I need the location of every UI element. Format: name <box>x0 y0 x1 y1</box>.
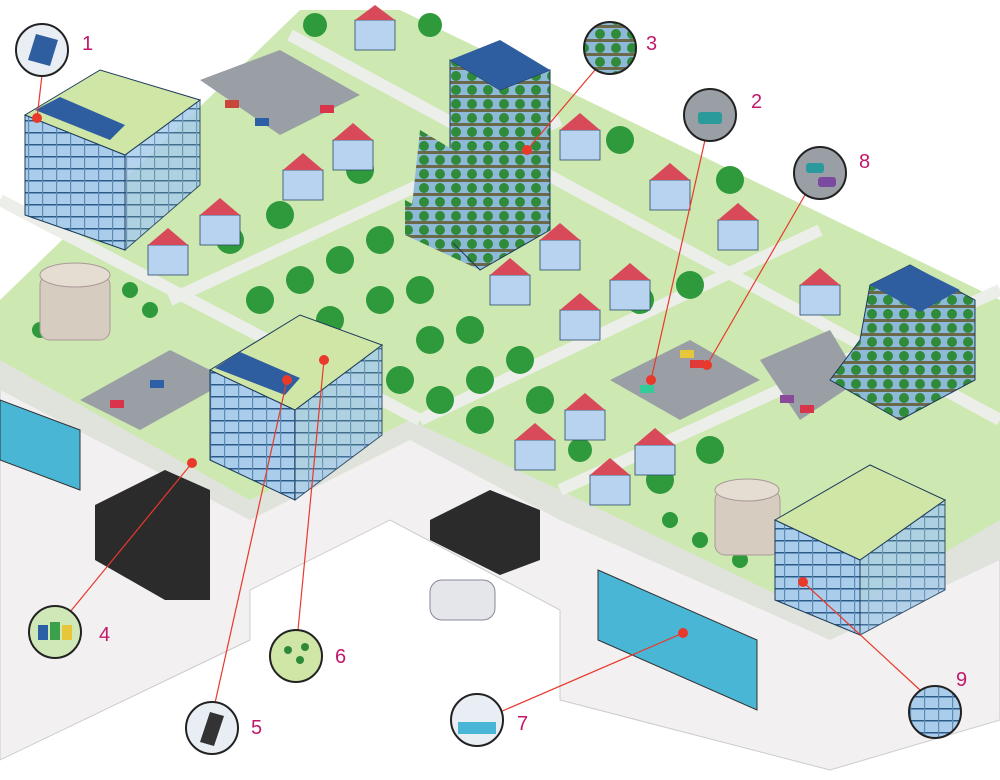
car-sharing-icon <box>793 146 847 200</box>
glass-facade-icon <box>908 685 962 739</box>
office-building-3 <box>773 464 946 636</box>
solar-panel-icon <box>15 23 69 77</box>
vertical-garden-tower-2 <box>829 264 976 421</box>
houses <box>147 5 841 506</box>
solar-water-heater-icon <box>185 701 239 755</box>
callout-number-7: 7 <box>517 713 528 735</box>
water-reservoir <box>597 569 758 711</box>
parking-car-icon <box>683 88 737 142</box>
green-roof-icon <box>269 629 323 683</box>
callout-number-1: 1 <box>82 33 93 55</box>
office-building-1 <box>23 69 202 252</box>
callout-number-4: 4 <box>99 624 110 646</box>
callout-number-6: 6 <box>335 646 346 668</box>
callout-number-9: 9 <box>956 669 967 691</box>
water-reservoir-icon <box>450 693 504 747</box>
vertical-garden-tower-1 <box>405 40 551 271</box>
callout-number-5: 5 <box>251 717 262 739</box>
vertical-garden-icon <box>583 21 637 75</box>
underground <box>0 399 758 711</box>
callouts <box>36 69 921 713</box>
train <box>429 579 496 621</box>
callout-number-8: 8 <box>859 151 870 173</box>
office-building-2 <box>208 314 384 501</box>
recycling-bins-icon <box>28 605 82 659</box>
callout-number-3: 3 <box>646 33 657 55</box>
callout-number-2: 2 <box>751 91 762 113</box>
callout-numbers: 1 2 3 4 5 6 7 8 9 <box>82 33 967 739</box>
cars <box>110 100 814 413</box>
parking-lots <box>80 50 860 430</box>
